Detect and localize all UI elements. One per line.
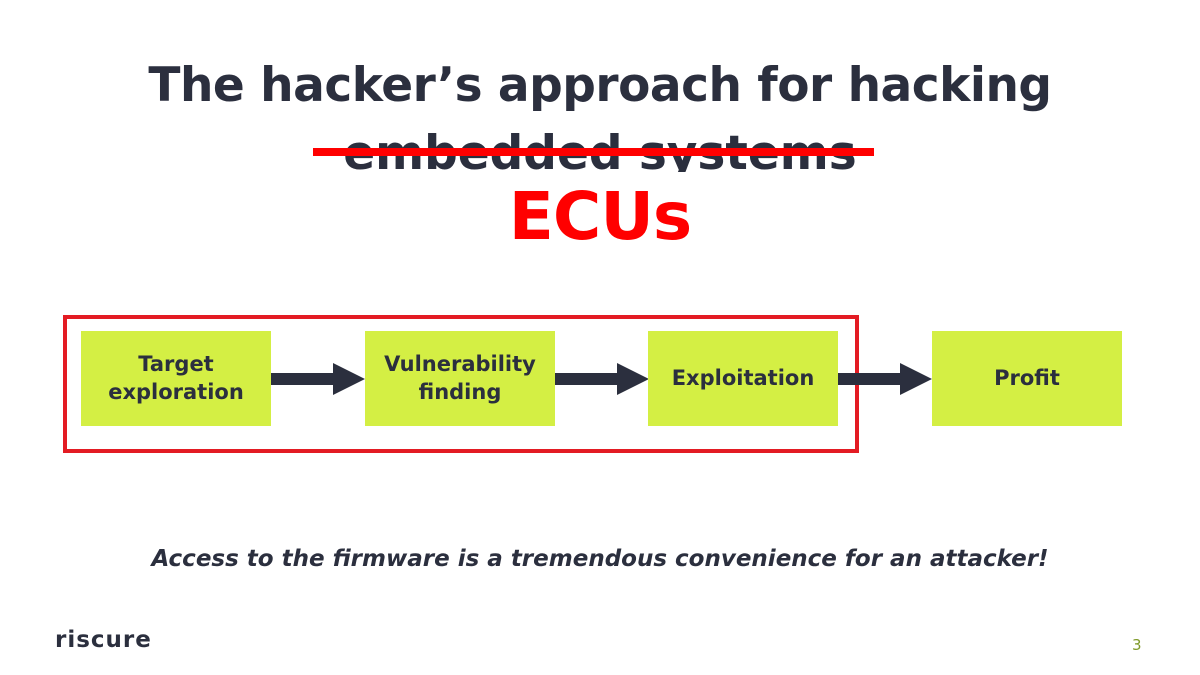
- company-logo: riscure: [55, 627, 152, 653]
- replacement-title: ECUs: [508, 178, 692, 255]
- arrow-right-icon: [555, 363, 649, 395]
- step-label-line1: Profit: [994, 365, 1060, 390]
- strikethrough-line: [313, 148, 874, 156]
- arrow-right-icon: [838, 363, 932, 395]
- step-label-line2: exploration: [108, 379, 244, 404]
- page-number: 3: [1132, 636, 1142, 654]
- arrow-right-icon: [271, 363, 365, 395]
- step-box-vulnerability-finding: Vulnerability finding: [365, 331, 555, 426]
- step-label-line1: Exploitation: [671, 365, 815, 390]
- step-box-target-exploration: Target exploration: [81, 331, 271, 426]
- slide-tagline: Access to the firmware is a tremendous c…: [151, 546, 1049, 572]
- step-label-line1: Target: [138, 352, 214, 377]
- step-label-line1: Vulnerability: [384, 352, 536, 377]
- step-box-profit: Profit: [932, 331, 1122, 426]
- step-label-line2: finding: [418, 379, 502, 404]
- slide-title: The hacker’s approach for hacking: [148, 58, 1052, 113]
- step-box-exploitation: Exploitation: [648, 331, 838, 426]
